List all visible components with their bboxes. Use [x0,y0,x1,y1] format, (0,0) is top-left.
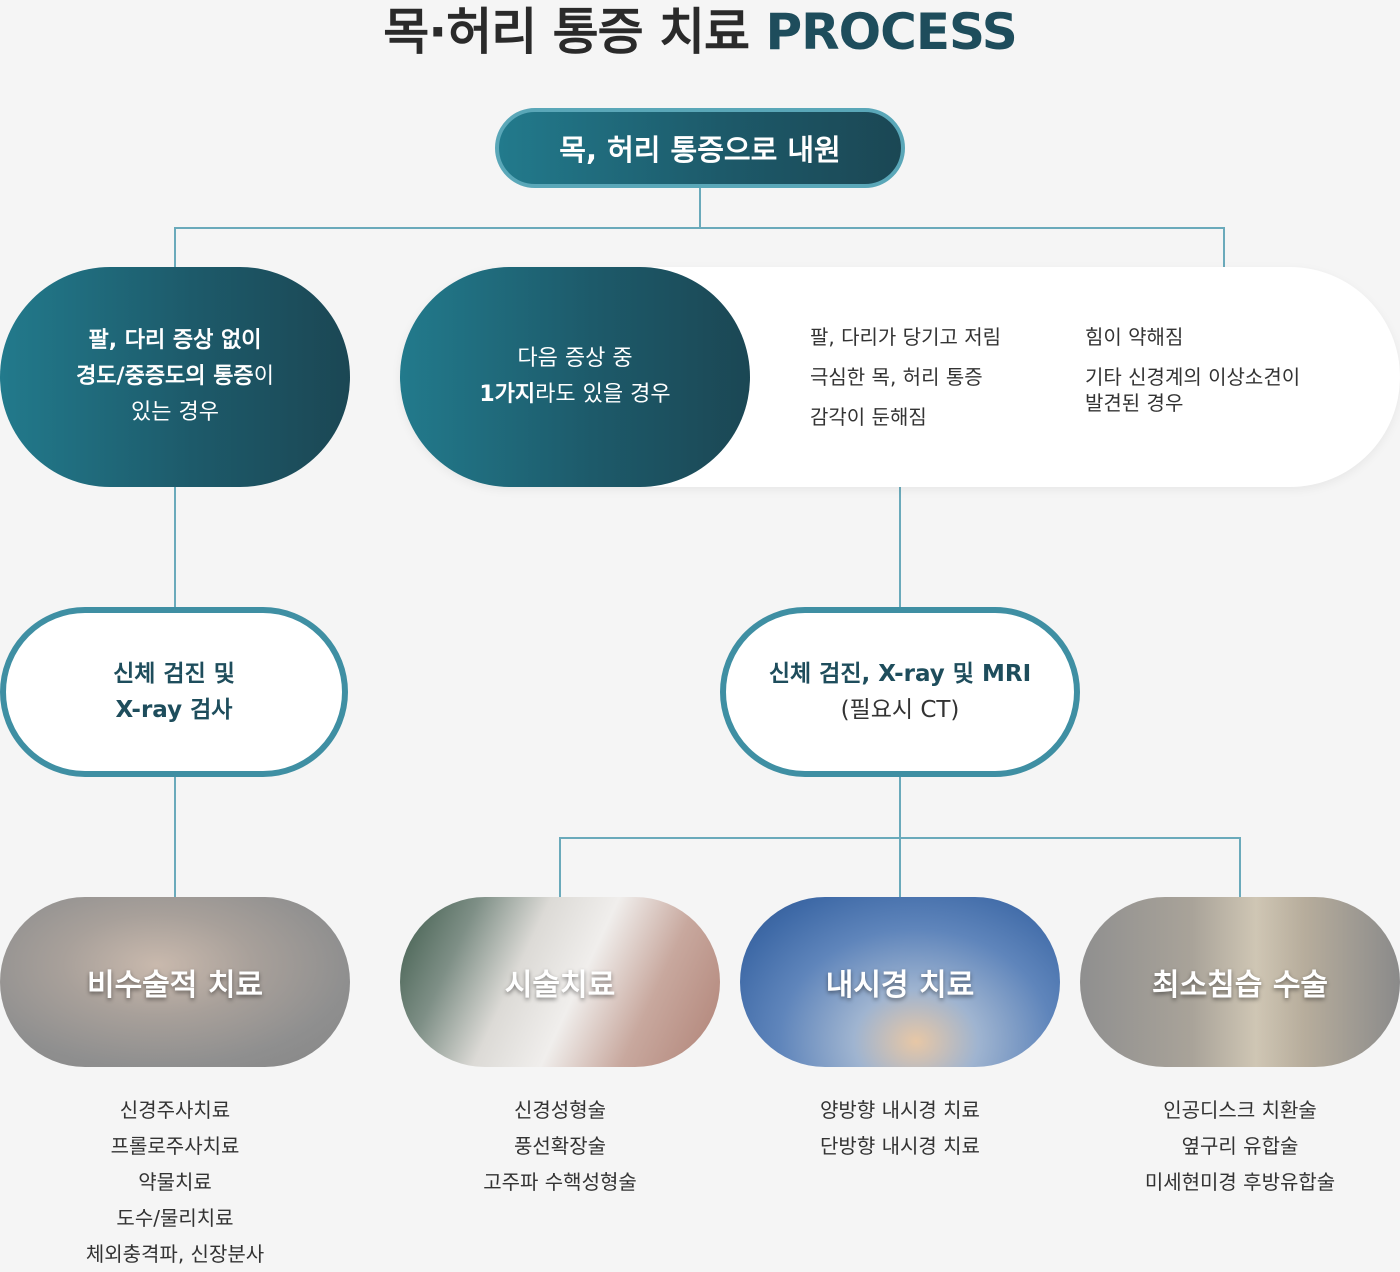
list-item: 신경주사치료 [119,1098,231,1122]
title-process: PROCESS [765,3,1017,61]
connector-left-to-exam [174,487,176,609]
treatment-procedure-node: 시술치료 [400,897,720,1067]
connector-treat-horizontal [560,837,1241,839]
connector-left-exam-to-treat [174,776,176,899]
treatment-endoscopic-label: 내시경 치료 [825,968,975,1003]
condition-mild-line1: 팔, 다리 증상 없이 [88,328,262,353]
list-item: 도수/물리치료 [116,1206,234,1230]
condition-mild-line2: 경도/중증도의 통증이 [76,359,274,395]
treatment-nonsurgical-label: 비수술적 치료 [86,968,264,1003]
list-item: 미세현미경 후방유합술 [1144,1170,1336,1194]
condition-severe-line2-rest: 라도 있을 경우 [535,382,671,407]
exam-basic-node: 신체 검진 및 X-ray 검사 [0,607,348,777]
treatment-minimally-invasive-photo [1080,897,1400,1067]
treatment-nonsurgical-list: 신경주사치료 프롤로주사치료 약물치료 도수/물리치료 체외충격파, 신장분사 [0,1092,350,1272]
connector-treat2-drop [559,837,561,899]
connector-left-drop [174,227,176,269]
exam-advanced-line1: 신체 검진, X-ray 및 MRI [768,661,1032,687]
condition-severe-line2: 1가지라도 있을 경우 [479,377,670,413]
page-title: 목·허리 통증 치료 PROCESS [0,0,1400,64]
condition-severe-line2-bold: 1가지 [479,382,536,407]
list-item: 신경성형술 [514,1098,606,1122]
symptom-5-line1: 기타 신경계의 이상소견이 [1085,365,1301,389]
condition-severe-node: 다음 증상 중 1가지라도 있을 경우 [400,267,750,487]
exam-advanced-line2: (필요시 CT) [840,697,960,723]
list-item: 옆구리 유합술 [1181,1134,1299,1158]
symptom-1: 팔, 다리가 당기고 저림 [810,325,1002,349]
condition-severe-line1: 다음 증상 중 [517,346,633,371]
list-item: 프롤로주사치료 [110,1134,240,1158]
treatment-endoscopic-photo [740,897,1060,1067]
list-item: 풍선확장술 [514,1134,606,1158]
list-item: 단방향 내시경 치료 [820,1134,980,1158]
treatment-procedure-list: 신경성형술 풍선확장술 고주파 수핵성형술 [400,1092,720,1200]
condition-mild-line3: 있는 경우 [131,400,219,425]
condition-mild-line2-bold: 경도/중증도의 통증 [76,364,254,389]
treatment-endoscopic-list: 양방향 내시경 치료 단방향 내시경 치료 [740,1092,1060,1164]
exam-basic-line2: X-ray 검사 [115,697,233,723]
treatment-nonsurgical-node: 비수술적 치료 [0,897,350,1067]
exam-basic-line1: 신체 검진 및 [113,661,235,687]
start-node: 목, 허리 통증으로 내원 [495,108,905,188]
connector-top-horizontal [175,227,1225,229]
list-item: 고주파 수핵성형술 [483,1170,637,1194]
treatment-minimally-invasive-list: 인공디스크 치환술 옆구리 유합술 미세현미경 후방유합술 [1080,1092,1400,1200]
symptom-4: 힘이 약해짐 [1085,325,1184,349]
treatment-minimally-invasive-label: 최소침습 수술 [1151,968,1329,1003]
condition-mild-node: 팔, 다리 증상 없이 경도/중증도의 통증이 있는 경우 [0,267,350,487]
symptom-5-line2: 발견된 경우 [1085,391,1184,415]
symptom-5: 기타 신경계의 이상소견이 발견된 경우 [1085,364,1300,416]
list-item: 양방향 내시경 치료 [820,1098,980,1122]
exam-advanced-node: 신체 검진, X-ray 및 MRI (필요시 CT) [720,607,1080,777]
start-label: 목, 허리 통증으로 내원 [559,133,841,167]
connector-right-drop [1223,227,1225,269]
treatment-nonsurgical-photo [0,897,350,1067]
list-item: 체외충격파, 신장분사 [85,1242,265,1266]
treatment-procedure-label: 시술치료 [504,968,616,1003]
condition-mild-line2-rest: 이 [253,364,274,389]
treatment-minimally-invasive-node: 최소침습 수술 [1080,897,1400,1067]
symptom-2: 극심한 목, 허리 통증 [810,365,983,389]
list-item: 인공디스크 치환술 [1163,1098,1317,1122]
list-item: 약물치료 [138,1170,212,1194]
connector-right-to-exam [899,487,901,609]
connector-treat4-drop [1239,837,1241,899]
connector-top-vertical [699,188,701,228]
treatment-endoscopic-node: 내시경 치료 [740,897,1060,1067]
treatment-procedure-photo [400,897,720,1067]
title-main: 목·허리 통증 치료 [383,3,766,61]
symptom-3: 감각이 둔해짐 [810,405,927,429]
